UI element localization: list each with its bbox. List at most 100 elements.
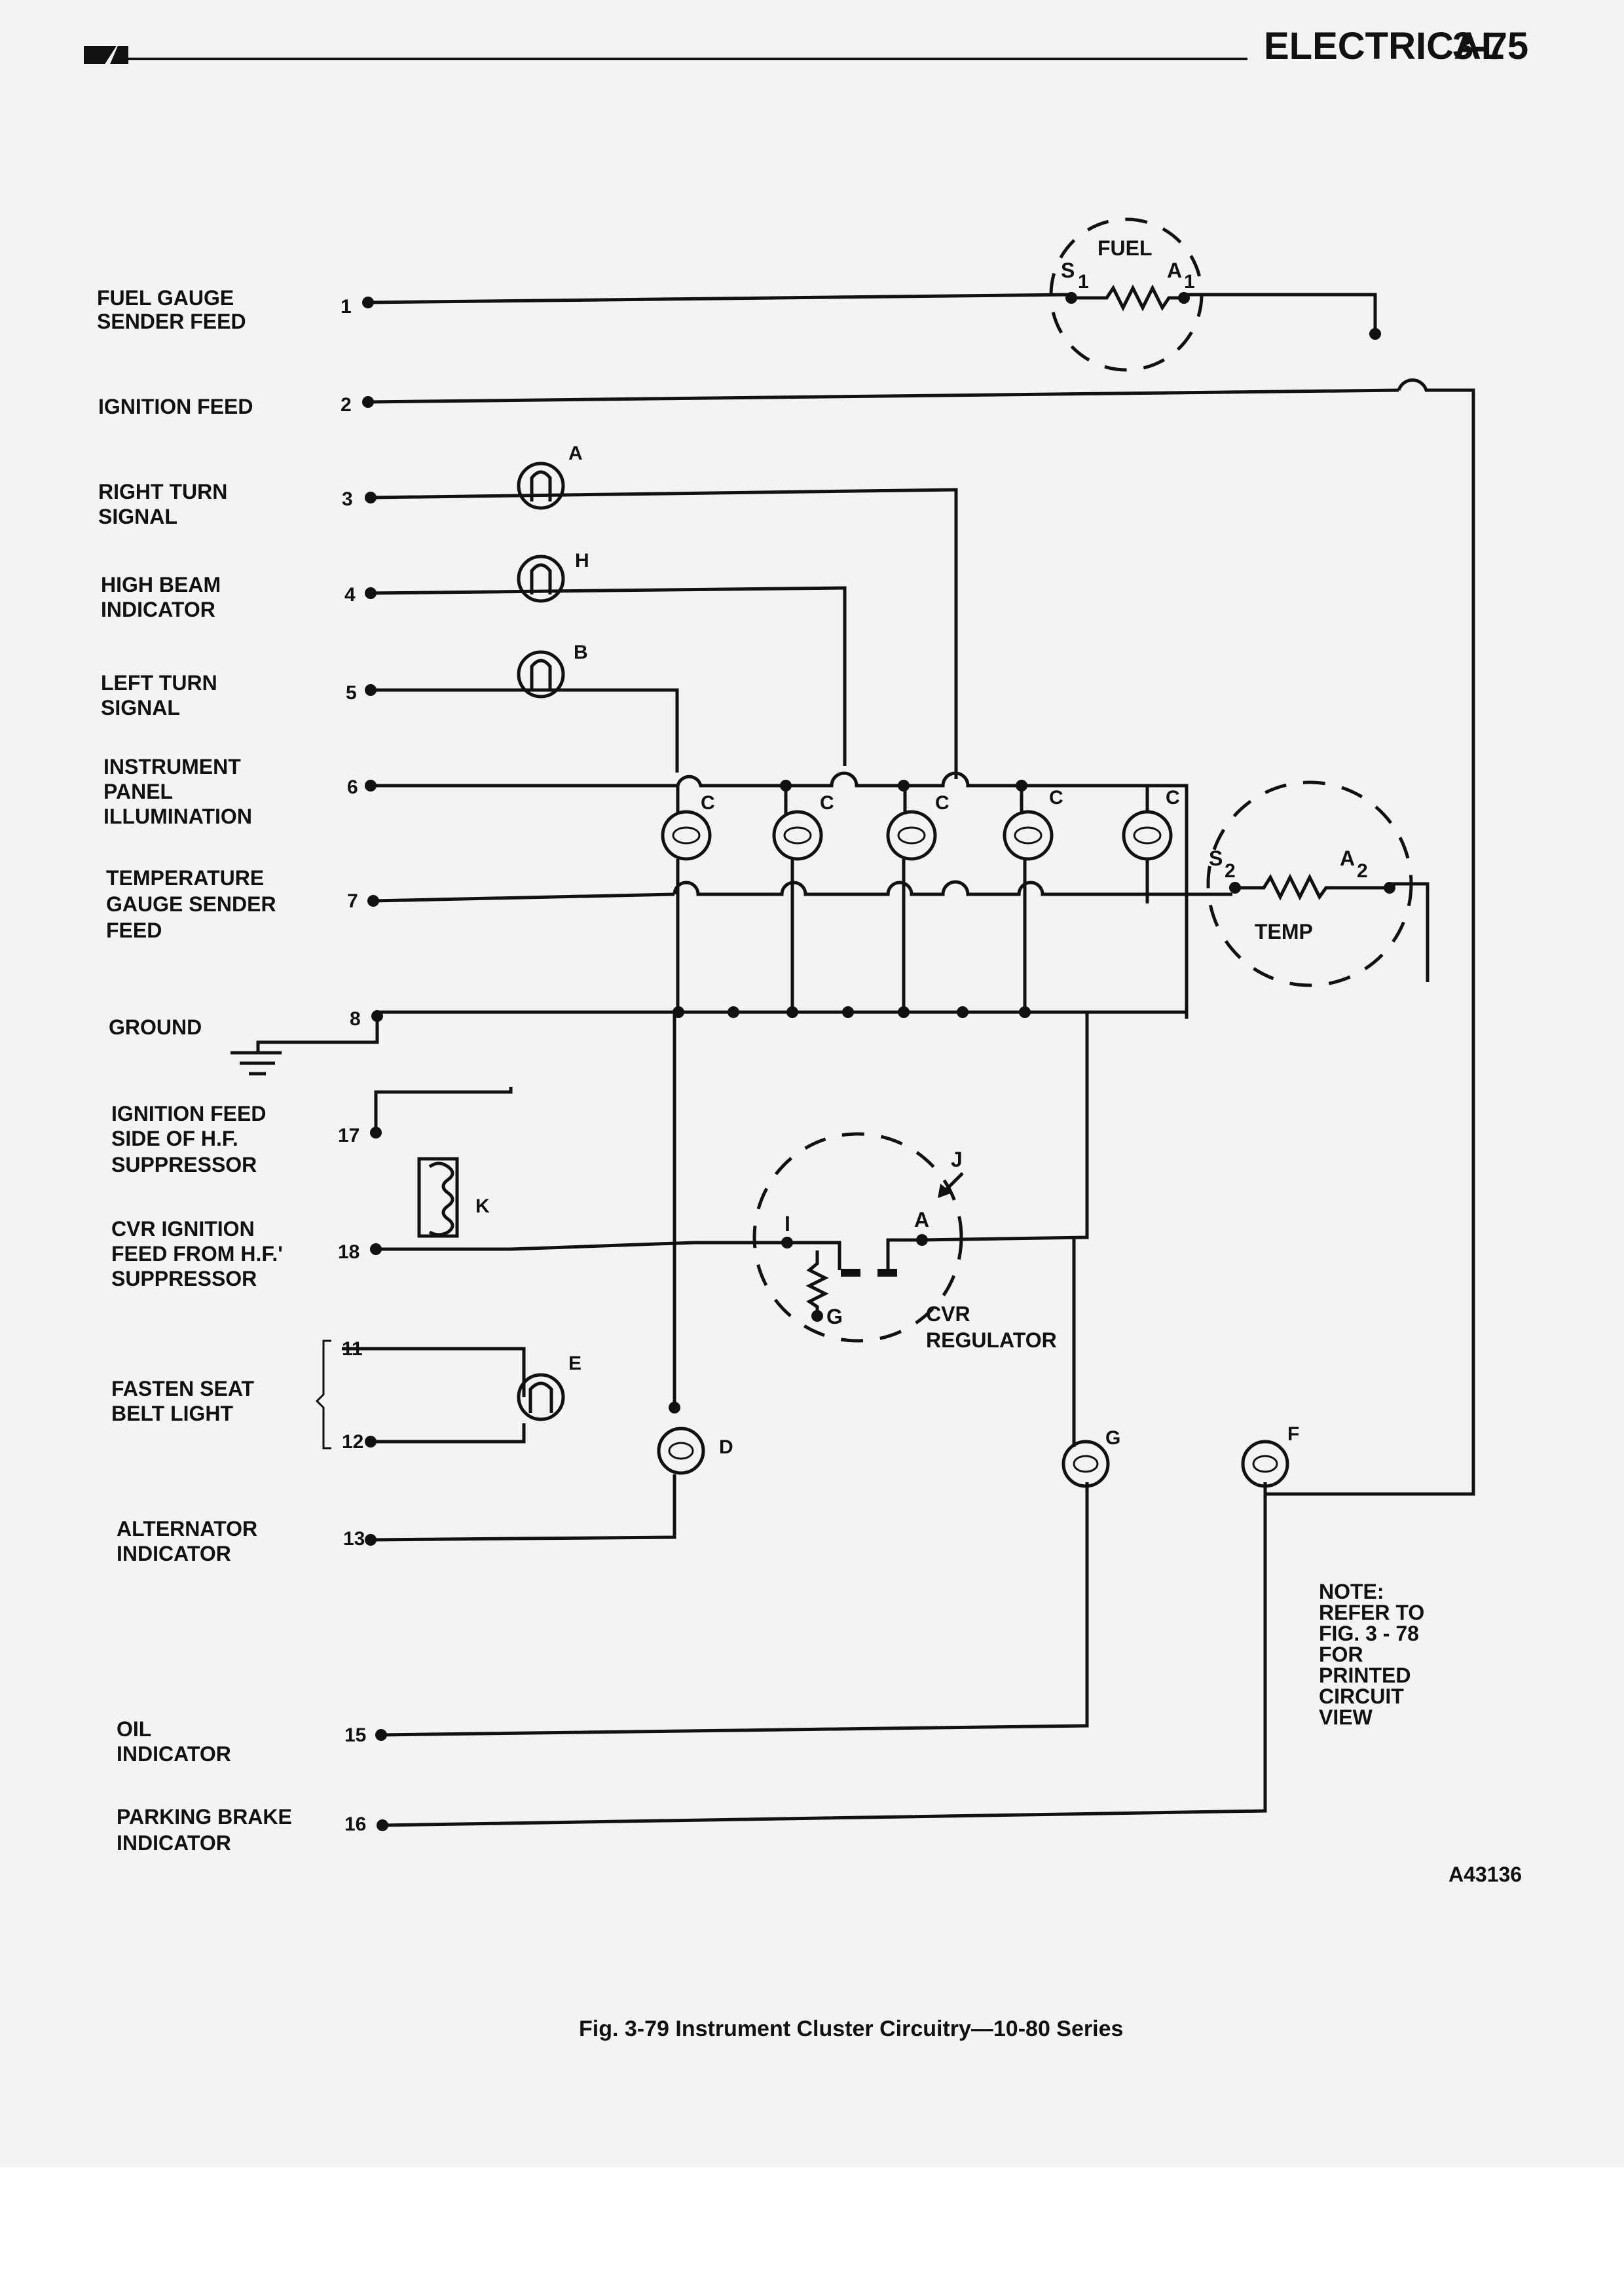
lamp-c3-filament xyxy=(897,826,926,845)
label-oil-2: INDICATOR xyxy=(117,1742,231,1766)
label-cvr-ign-3: SUPPRESSOR xyxy=(111,1267,257,1290)
pin-7: 7 xyxy=(347,890,358,912)
wire-11 xyxy=(342,1347,526,1397)
label-parking-brake-1: PARKING BRAKE xyxy=(117,1805,292,1829)
wire-17 xyxy=(374,1087,513,1130)
pin-4: 4 xyxy=(344,584,356,606)
lamp-e: E xyxy=(315,1339,581,1449)
lamp-c4-label: C xyxy=(1049,787,1063,809)
figure-caption: Fig. 3-79 Instrument Cluster Circuitry—1… xyxy=(579,2016,1123,2041)
label-left-turn-2: SIGNAL xyxy=(101,696,180,720)
label-fuel-gauge-1: FUEL GAUGE xyxy=(97,286,234,310)
pin-numbers: 1 2 3 4 5 6 7 8 17 18 11 12 13 15 16 xyxy=(338,296,366,1835)
dot-gnd-4 xyxy=(842,1006,854,1018)
wires xyxy=(231,293,1475,1827)
fuel-s-sub: 1 xyxy=(1078,271,1089,293)
pin-16: 16 xyxy=(344,1813,366,1835)
wire-1 xyxy=(367,293,1069,304)
dot-2 xyxy=(362,396,374,408)
fuel-a-sub: 1 xyxy=(1184,271,1195,293)
lamp-h-filament xyxy=(530,563,552,594)
fuel-gauge-title: FUEL xyxy=(1098,236,1153,260)
label-instrument-1: INSTRUMENT xyxy=(103,755,241,778)
dot-17 xyxy=(370,1127,382,1139)
lamp-f-filament xyxy=(1252,1455,1278,1473)
label-alternator-1: ALTERNATOR xyxy=(117,1517,257,1540)
pin-2: 2 xyxy=(341,394,352,416)
lamp-c5-label: C xyxy=(1166,787,1180,809)
cvr-g-label: G xyxy=(826,1305,843,1328)
dot-6 xyxy=(365,780,377,792)
lamp-c1-label: C xyxy=(701,792,715,814)
cvr-outline xyxy=(752,1132,963,1343)
fuel-gauge-outline xyxy=(1049,217,1204,372)
label-hf-ign-1: IGNITION FEED xyxy=(111,1102,266,1125)
temp-terminal-a2 xyxy=(1384,882,1395,894)
dot-gnd-7 xyxy=(1019,1006,1031,1018)
lamp-c3: C xyxy=(886,792,950,861)
dot-fuel-junction xyxy=(1369,328,1381,340)
suppressor-coil xyxy=(428,1161,454,1237)
dot-15 xyxy=(375,1729,387,1741)
label-temp-sender-1: TEMPERATURE xyxy=(106,866,264,890)
lamp-c3-bulb xyxy=(886,810,937,861)
cvr-terminal-a xyxy=(916,1234,928,1246)
dot-1 xyxy=(362,297,374,308)
fuel-gauge-resistor xyxy=(1071,284,1184,312)
lamp-g: G xyxy=(1061,1427,1120,1488)
page-header: ELECTRICAL 3-75 xyxy=(84,25,1528,67)
dot-5 xyxy=(365,684,377,696)
label-seat-belt-1: FASTEN SEAT xyxy=(111,1377,255,1400)
lamp-c2-bulb xyxy=(772,810,823,861)
label-fuel-gauge-2: SENDER FEED xyxy=(97,310,246,333)
label-high-beam-1: HIGH BEAM xyxy=(101,573,221,596)
lamp-b-filament xyxy=(530,659,552,690)
lamp-b-label: B xyxy=(574,642,588,663)
wire-7 xyxy=(373,892,675,903)
dot-8 xyxy=(371,1010,383,1022)
temp-s-label: S xyxy=(1209,847,1223,870)
wire-16 xyxy=(382,1482,1267,1827)
temp-s-sub: 2 xyxy=(1225,860,1236,882)
pin-6: 6 xyxy=(347,776,358,798)
label-ignition-feed: IGNITION FEED xyxy=(98,395,253,418)
cvr-regulator: I A G J CVR REGULATOR xyxy=(752,1132,1057,1352)
cvr-contact-2 xyxy=(877,1269,897,1277)
wire-8-drop xyxy=(256,1012,379,1051)
logo-mark xyxy=(84,46,128,64)
label-temp-sender-2: GAUGE SENDER xyxy=(106,892,276,916)
section-title: ELECTRICAL xyxy=(1264,25,1504,67)
label-high-beam-2: INDICATOR xyxy=(101,598,215,621)
lamp-c5-filament xyxy=(1133,826,1162,845)
wire-2-crossover xyxy=(1265,378,1475,1496)
lamp-h-label: H xyxy=(575,550,589,572)
lamp-g-bulb xyxy=(1061,1440,1110,1488)
note-line-6: CIRCUIT xyxy=(1319,1685,1404,1708)
seat-belt-bracket xyxy=(315,1339,331,1449)
lamp-a-bulb xyxy=(517,462,565,510)
dot-bus-c3 xyxy=(898,780,910,792)
temp-gauge-title: TEMP xyxy=(1255,920,1313,943)
dot-4 xyxy=(365,587,377,599)
temp-gauge: TEMP S 2 A 2 xyxy=(1206,780,1413,987)
lamp-a-label: A xyxy=(568,443,583,464)
cvr-contact-1 xyxy=(841,1269,860,1277)
pin-17: 17 xyxy=(338,1125,360,1146)
note-line-4: FOR xyxy=(1319,1643,1363,1666)
lamp-a-filament xyxy=(530,470,552,501)
lamp-c2-filament xyxy=(783,826,812,845)
lamp-d-bulb xyxy=(657,1427,705,1475)
temp-a-label: A xyxy=(1340,847,1355,870)
lamp-c1: C xyxy=(661,792,715,861)
note-line-2: REFER TO xyxy=(1319,1601,1424,1624)
dot-gnd-5 xyxy=(898,1006,910,1018)
lamp-c2: C xyxy=(772,792,834,861)
lamp-c4-bulb xyxy=(1003,810,1054,861)
lamp-a: A xyxy=(517,443,583,510)
note-line-3: FIG. 3 - 78 xyxy=(1319,1622,1419,1645)
dot-gnd-3 xyxy=(786,1006,798,1018)
temp-gauge-resistor xyxy=(1234,873,1390,901)
label-oil-1: OIL xyxy=(117,1717,151,1741)
lamp-c5-bulb xyxy=(1122,810,1173,861)
